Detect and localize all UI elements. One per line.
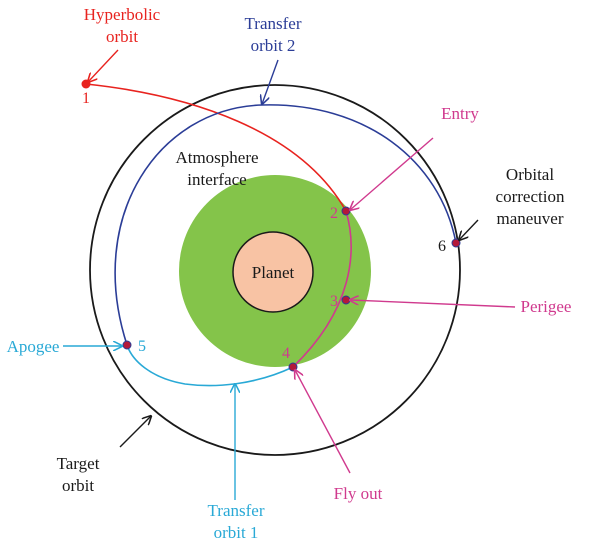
transfer2-label-line1: Transfer <box>245 14 302 33</box>
point-5-marker <box>122 340 132 350</box>
planet-label: Planet <box>252 263 295 282</box>
entry-arrow <box>350 137 434 210</box>
perigee-label: Perigee <box>521 297 572 316</box>
flyout-arrow <box>295 370 351 474</box>
point-5-label: 5 <box>138 338 146 355</box>
correction-arrow <box>459 219 479 240</box>
correction-label-line3: maneuver <box>496 209 563 228</box>
hyperbolic-label-line1: Hyperbolic <box>84 5 161 24</box>
point-4-label: 4 <box>282 345 290 362</box>
transfer-orbit-2-path <box>114 104 457 346</box>
target-label-line2: orbit <box>62 476 94 495</box>
hyperbolic-label-line2: orbit <box>106 27 138 46</box>
hyperbolic-orbit-path <box>85 83 347 212</box>
perigee-arrow <box>350 300 516 308</box>
point-4-marker <box>288 362 298 372</box>
point-2-marker <box>341 206 351 216</box>
point-6-label: 6 <box>438 238 446 255</box>
entry-label: Entry <box>441 104 479 123</box>
flyout-label: Fly out <box>334 484 383 503</box>
target-orbit-arrow <box>119 416 151 448</box>
transfer2-arrow <box>262 59 279 104</box>
transfer1-label-line1: Transfer <box>208 501 265 520</box>
target-orbit-circle <box>89 84 461 456</box>
transfer-orbit-1-path <box>126 344 294 387</box>
point-6-marker <box>451 238 461 248</box>
target-label-line1: Target <box>57 454 100 473</box>
planet-disc <box>232 231 314 313</box>
atmospheric-pass-path <box>292 210 352 368</box>
point-3-marker <box>341 295 351 305</box>
transfer1-label-line2: orbit 1 <box>214 523 259 542</box>
atmosphere-label-line1: Atmosphere <box>175 148 258 167</box>
hyperbolic-arrow <box>88 49 119 82</box>
point-2-label: 2 <box>330 205 338 222</box>
atmosphere-label-line2: interface <box>187 170 246 189</box>
correction-label-line1: Orbital <box>506 165 554 184</box>
point-1-label: 1 <box>82 90 90 107</box>
transfer2-label-line2: orbit 2 <box>251 36 296 55</box>
correction-label-line2: correction <box>496 187 565 206</box>
apogee-label: Apogee <box>7 337 60 356</box>
point-3-label: 3 <box>330 293 338 310</box>
